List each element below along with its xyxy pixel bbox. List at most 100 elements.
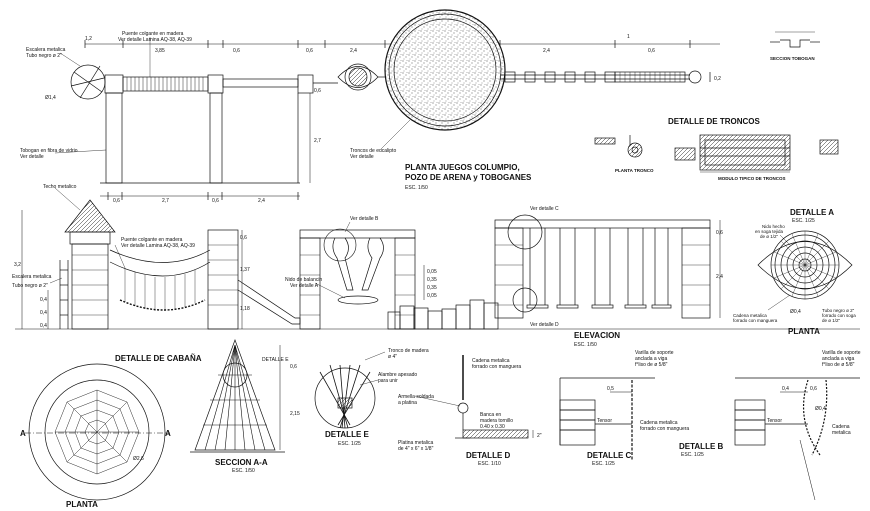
dim-det-b-2: 0,6 [810,386,817,392]
label-anclada-b: anclada a viga [822,356,854,362]
title-detalle-a: DETALLE A [790,208,834,217]
dim-phi-14: Ø1,4 [45,95,56,101]
label-nido: Nido de balancin [285,277,322,283]
detail-b [734,377,860,501]
label-madera-tornillo: madera tornillo [480,418,513,424]
title-detalle-cabana: DETALLE DE CABAÑA [115,354,202,363]
label-ver-detalle-c: Ver detalle C [530,206,559,212]
scale-seccion-aa: ESC. 1/50 [232,468,255,474]
dim-plan-right-1: 0,2 [714,76,721,82]
detail-e [314,351,386,429]
slide-plan [105,92,123,184]
title-planta-bottom: PLANTA [66,500,98,509]
dim-elev-mid-3: 1,18 [240,306,250,312]
label-cadena-d: Cadena metalica [472,358,510,364]
slide-section-detail [770,31,820,48]
dim-top-1: 1,2 [85,36,92,42]
label-cadena-c: Cadena metalica [640,420,678,426]
dim-plan-right-2: 0,6 [314,88,321,94]
dim-one: 1 [627,34,630,40]
label-armella: Armella soldada [398,394,434,400]
label-forrado-soga: forrado con soga [822,313,856,318]
label-section-a-left: A [20,429,26,438]
label-forrado-a: forrado con manguera [733,318,778,323]
dim-phi-04a: Ø0,4 [790,309,801,315]
label-fierro-c: f°liso de ø 5/8" [635,362,668,368]
dim-plan-bottom-4: 2,4 [258,198,265,204]
label-ver-detalle-a: Ver detalle A [290,283,319,289]
label-de-12: de ø 1/2" [760,234,779,239]
label-banca-dim: 0.40 x 0.30 [480,424,505,430]
label-fierro-b: f°liso de ø 5/8" [822,362,855,368]
dim-elev-left-3: 0,4 [40,310,47,316]
dim-elev-left-2: 0,4 [40,297,47,303]
sand-pit-plan [384,9,506,131]
dim-plan-right-3: 2,7 [314,138,321,144]
title-planta-right: PLANTA [788,327,820,336]
label-alambre: Alambre apesado [378,372,417,378]
label-tubo: Tubo negro ø 2" [26,53,62,59]
label-ver-detalle: Ver detalle [20,154,44,160]
label-a-platina: a platina [398,400,417,406]
log-chain-plan [500,70,702,84]
scale-detalle-e: ESC. 1/25 [338,441,361,447]
label-forrado-d: forrado con manguera [472,364,521,370]
dim-elev-right-2: 2,4 [716,274,723,280]
label-varilla-b: Varilla de soporte [822,350,861,356]
scale-elevacion: ESC. 1/50 [574,342,597,348]
swing-frame [299,229,416,239]
dim-top-3: 0,6 [233,48,240,54]
dim-top-7: 0,6 [648,48,655,54]
scale-detalle-c: ESC. 1/25 [592,461,615,467]
scale-detalle-d: ESC. 1/10 [478,461,501,467]
hut-section [190,338,285,453]
scale-detalle-b: ESC. 1/25 [681,452,704,458]
title-modulo: MODULO TIPICO DE TRONCOS [718,176,786,181]
label-ver-detalle-b: Ver detalle B [350,216,379,222]
label-tobogan: Tobogan en fibra de vidrio [20,148,78,154]
dim-phi-26: Ø2,6 [133,456,144,462]
title-detalle-d: DETALLE D [466,451,511,460]
label-cadena-b: Cadena [832,424,850,430]
detail-d-callout [512,287,538,313]
dim-elev-left-4: 0,4 [40,323,47,329]
label-platina: Platina metalica [398,440,434,446]
label-forrado-c: forrado con manguera [640,426,689,432]
title-detalle-c: DETALLE C [587,451,632,460]
label-escalera-2: Escalera metalica [12,274,52,280]
label-detalle-e-ref: DETALLE E [262,357,289,363]
label-techo: Techo metalico [43,184,77,190]
label-varilla-c: Varilla de soporte [635,350,674,356]
dim-cabana-2: 2,15 [290,411,300,417]
label-banca: Banca en [480,412,501,418]
dim-det-b-1: 0,4 [782,386,789,392]
dim-det-d: 2" [537,433,542,439]
dim-swing-2: 0,35 [427,277,437,283]
title-planta-main: PLANTA JUEGOS COLUMPIO, [405,163,520,172]
log-detail [594,134,839,173]
title-seccion-tobogan: SECCION TOBOGAN [770,56,815,61]
bridge-plan [122,76,209,92]
dim-elev-right-1: 0,6 [716,230,723,236]
title-planta-main-2: POZO DE ARENA y TOBOGANES [405,173,532,182]
label-tensor-c: Tensor [597,418,612,424]
plan-view [54,9,720,200]
label-troncos: Troncos de eucalipto [350,148,396,154]
dim-top-4: 0,6 [306,48,313,54]
label-tronco-madera: Tronco de madera [388,348,429,354]
scale-detalle-a: ESC. 1/25 [792,218,815,224]
detail-d [414,355,534,439]
label-cadena-a: Cadena metalica [733,313,767,318]
tower-roof [64,199,116,233]
label-puente: Puente colgante en madera [122,31,184,37]
dim-det-c: 0,5 [607,386,614,392]
detail-c-callout [507,214,543,250]
label-tubo-2: Tubo negro ø 2" [12,283,48,289]
dim-plan-bottom-2: 2,7 [162,198,169,204]
log-module [674,134,839,173]
elevation-swings [494,214,721,319]
scale-planta-main: ESC. 1/50 [405,185,428,191]
dim-plan-bottom-3: 0,6 [212,198,219,204]
label-puente-2: Puente colgante en madera [121,237,183,243]
